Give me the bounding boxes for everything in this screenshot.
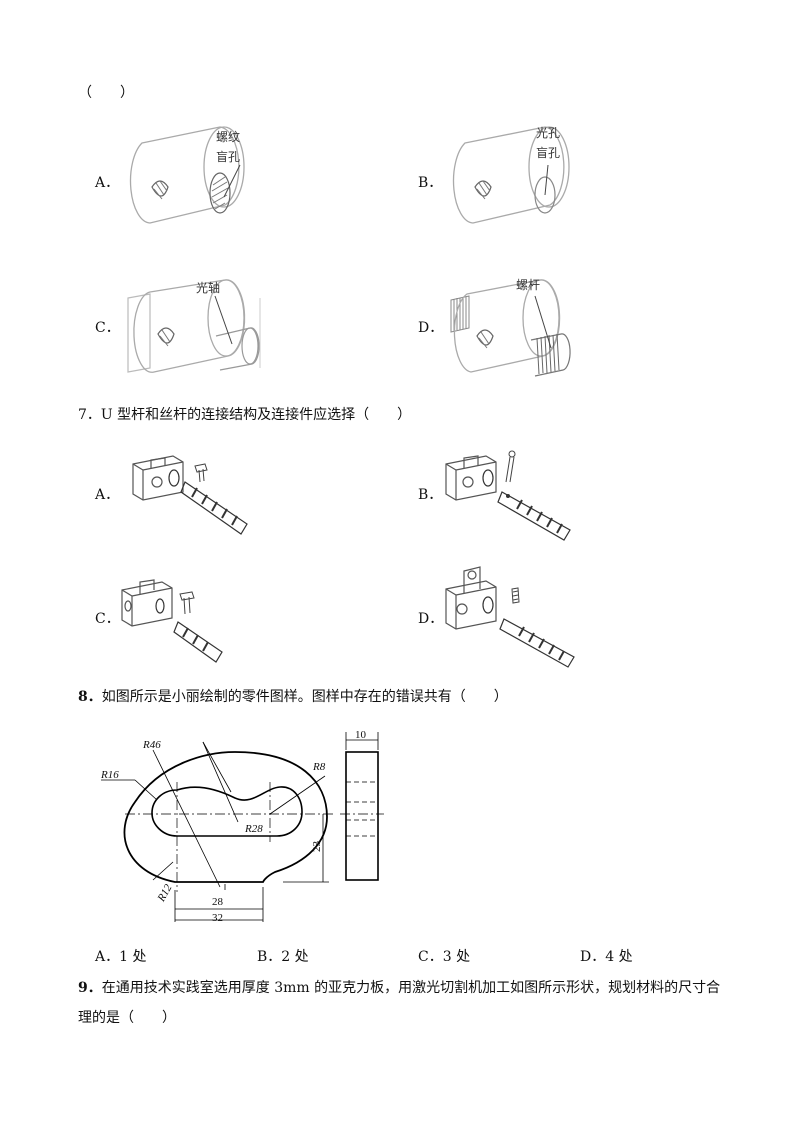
q8-dim-10: 10 — [355, 729, 367, 741]
q8-number: 8． — [78, 689, 102, 705]
q6-c-label: 光轴 — [196, 280, 220, 295]
q7-figure-a — [132, 455, 248, 535]
q8-dim-23: 23 — [311, 841, 323, 853]
q7-stem-text: U 型杆和丝杆的连接结构及连接件应选择（ ） — [100, 407, 412, 423]
q6-b-label-2: 盲孔 — [536, 145, 560, 160]
q6-figure-a — [129, 126, 245, 224]
q8-stem-text: 如图所示是小丽绘制的零件图样。图样中存在的错误共有（ ） — [101, 689, 508, 705]
q6-figure-c — [127, 279, 261, 373]
q8-dim-r46: R46 — [142, 739, 161, 751]
q6-labels-c: 光轴 — [196, 280, 220, 295]
q9-stem-text-1: 在通用技术实践室选用厚度 3mm 的亚克力板，用激光切割机加工如图所示形状，规划… — [101, 980, 721, 996]
q6-b-label-1: 光孔 — [536, 126, 560, 140]
q7-stem: 7．U 型杆和丝杆的连接结构及连接件应选择（ ） — [78, 404, 411, 424]
q9-stem-line1: 9．在通用技术实践室选用厚度 3mm 的亚克力板，用激光切割机加工如图所示形状，… — [78, 977, 720, 997]
q8-dim-r12: R12 — [155, 882, 175, 905]
q8-choice-d[interactable]: D．4 处 — [580, 949, 633, 965]
q6-d-label: 螺杆 — [516, 278, 540, 292]
q7-figure-d — [445, 566, 575, 668]
q7-figure-c — [121, 579, 223, 663]
q8-choice-a[interactable]: A．1 处 — [95, 949, 147, 965]
q6-bracket: （ ） — [78, 85, 134, 101]
q7-option-c[interactable]: C． — [95, 611, 120, 627]
q7-option-d[interactable]: D． — [418, 611, 444, 627]
q8-dim-r8: R8 — [312, 761, 326, 773]
q8-choice-c[interactable]: C．3 处 — [418, 949, 471, 965]
q6-labels-b: 光孔 盲孔 — [536, 126, 560, 160]
q7-figure-b — [445, 450, 571, 541]
q8-dim-r28: R28 — [244, 823, 263, 835]
q6-option-a-letter[interactable]: A． — [95, 175, 120, 191]
q8-stem: 8．如图所示是小丽绘制的零件图样。图样中存在的错误共有（ ） — [78, 686, 508, 706]
q8-dim-r16: R16 — [100, 769, 119, 781]
q7-number: 7． — [78, 407, 101, 423]
q7-option-a[interactable]: A． — [95, 487, 120, 503]
q8-choice-b[interactable]: B．2 处 — [257, 949, 309, 965]
q8-side-view: 10 — [340, 729, 384, 881]
q6-figure-b — [452, 126, 570, 224]
q6-option-b-letter[interactable]: B． — [418, 175, 443, 191]
q6-labels-a: 螺纹 盲孔 — [216, 130, 240, 164]
q7-option-b[interactable]: B． — [418, 487, 443, 503]
q6-a-label-1: 螺纹 — [216, 130, 240, 144]
q6-figure-d — [450, 279, 571, 377]
q6-a-label-2: 盲孔 — [216, 149, 240, 164]
q6-option-d-letter[interactable]: D． — [418, 320, 444, 336]
q6-option-c-letter[interactable]: C． — [95, 320, 120, 336]
q9-stem-line2: 理的是（ ） — [78, 1010, 176, 1026]
q9-number: 9． — [78, 980, 102, 996]
q8-drawing: R46 R16 R8 R28 R12 28 32 23 — [100, 739, 335, 924]
q8-dim-28: 28 — [212, 896, 224, 908]
q8-dim-32: 32 — [212, 912, 223, 924]
q6-labels-d: 螺杆 — [516, 278, 540, 292]
